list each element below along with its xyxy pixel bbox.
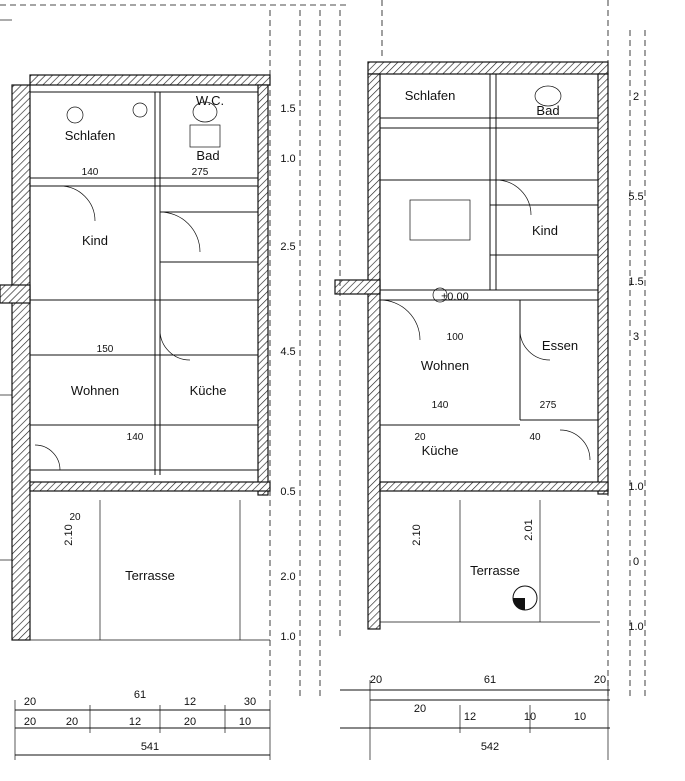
dimension-label: 4.5	[280, 346, 295, 358]
dimension-label: 0	[633, 556, 639, 568]
dimension-label: 20	[24, 696, 36, 708]
dimension-label: 1.0	[280, 631, 295, 643]
dimension-label: 3	[633, 331, 639, 343]
dimension-label: 2.0	[280, 571, 295, 583]
dimension-label: 10	[239, 716, 251, 728]
dimension-label: 1.5	[628, 276, 643, 288]
dimension-label: 2.5	[280, 241, 295, 253]
left-room-label: Schlafen	[65, 128, 116, 143]
inner-mark: 275	[540, 400, 557, 411]
inner-mark: 20	[414, 432, 426, 443]
dimension-label: 20	[414, 703, 426, 715]
left-mid-wall	[29, 481, 271, 492]
right-room-label: Küche	[422, 443, 459, 458]
dimension-label: 1.0	[628, 481, 643, 493]
left-left-wall	[11, 84, 31, 641]
inner-mark: 40	[529, 432, 541, 443]
dimension-label: 61	[134, 689, 146, 701]
door-width-label: 2.01	[523, 519, 535, 540]
inner-mark: 20	[69, 512, 81, 523]
right-room-label: Terrasse	[470, 563, 520, 578]
left-top-wall	[29, 74, 271, 86]
inner-mark: 140	[432, 400, 449, 411]
dimension-label: 5.5	[628, 191, 643, 203]
right-inner-marks: 140 275 20 40 100	[414, 332, 556, 443]
right-floor-plan	[334, 0, 646, 760]
right-bottom-dims: 20 61 20 20 12 10 10 542	[370, 674, 606, 753]
right-room-label: Bad	[536, 103, 559, 118]
right-room-label: Essen	[542, 338, 578, 353]
dimension-label: 0.5	[280, 486, 295, 498]
inner-mark: 100	[447, 332, 464, 343]
dimension-label: 1.5	[280, 103, 295, 115]
door-width-label: 2.10	[411, 524, 423, 545]
left-room-label: Wohnen	[71, 383, 119, 398]
right-left-wall	[367, 73, 381, 630]
right-mid-wall	[379, 481, 609, 492]
level-mark: ±0.00	[441, 291, 468, 303]
right-room-labels: Bad Schlafen Kind Wohnen Essen Küche Ter…	[405, 88, 578, 578]
right-room-label: Kind	[532, 223, 558, 238]
dimension-label: 10	[574, 711, 586, 723]
dimension-total: 541	[141, 741, 159, 753]
dimension-label: 2	[633, 91, 639, 103]
door-width-label: 2.10	[63, 524, 75, 545]
left-floor-plan	[0, 4, 350, 760]
dimension-label: 20	[24, 716, 36, 728]
dimension-label: 12	[464, 711, 476, 723]
left-bottom-dims: 20 61 12 30 20 20 12 20 10 541	[24, 689, 256, 753]
inner-mark: 275	[192, 167, 209, 178]
dimension-total: 542	[481, 741, 499, 753]
right-right-wall	[597, 73, 609, 495]
left-room-label: W.C.	[196, 93, 224, 108]
inner-mark: 140	[82, 167, 99, 178]
inner-mark: 150	[97, 344, 114, 355]
dimension-label: 30	[244, 696, 256, 708]
dimension-label: 10	[524, 711, 536, 723]
right-room-label: Schlafen	[405, 88, 456, 103]
left-dims-right: 1.5 1.0 2.5 4.5 0.5 2.0 1.0	[280, 103, 295, 643]
left-room-labels: W.C. Schlafen Bad Kind Wohnen Küche Terr…	[65, 93, 227, 583]
right-slab-band	[334, 279, 381, 295]
left-room-label: Terrasse	[125, 568, 175, 583]
right-top-wall	[367, 61, 609, 75]
inner-mark: 140	[127, 432, 144, 443]
left-room-label: Bad	[196, 148, 219, 163]
left-room-label: Küche	[190, 383, 227, 398]
annotation-labels: ±0.00 2.10 2.10 2.01	[63, 291, 535, 546]
left-room-label: Kind	[82, 233, 108, 248]
dimension-label: 20	[184, 716, 196, 728]
left-inner-marks: 140 150 140 275 20	[69, 167, 208, 523]
dimension-label: 20	[370, 674, 382, 686]
right-dims-right: 2 5.5 1.5 3 1.0 0 1.0	[628, 91, 643, 633]
right-room-label: Wohnen	[421, 358, 469, 373]
left-right-wall	[257, 84, 269, 496]
dimension-label: 12	[184, 696, 196, 708]
dimension-label: 20	[594, 674, 606, 686]
dimension-label: 1.0	[280, 153, 295, 165]
left-slab-band	[0, 284, 31, 304]
dimension-label: 20	[66, 716, 78, 728]
dimension-label: 12	[129, 716, 141, 728]
dimension-label: 61	[484, 674, 496, 686]
dimension-label: 1.0	[628, 621, 643, 633]
